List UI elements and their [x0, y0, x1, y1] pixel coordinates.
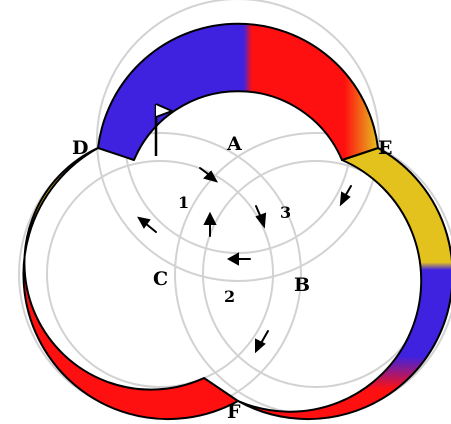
band-e-b-f: [237, 147, 451, 421]
region-2-label: 2: [224, 287, 235, 306]
point-labels: A B C D E F: [72, 133, 392, 423]
arrow-icon: [199, 167, 219, 183]
label-f: F: [227, 401, 241, 423]
arrow-icon: [226, 252, 251, 266]
flag-icon: [154, 103, 175, 156]
label-d: D: [72, 137, 88, 159]
region-3-label: 3: [280, 203, 291, 222]
band-d-a-e: [97, 22, 379, 161]
arrow-icon: [339, 185, 352, 207]
guide-circle-top-outer: [96, 0, 380, 282]
knot-bands: [22, 22, 451, 421]
label-c: C: [153, 268, 168, 290]
label-e: E: [378, 137, 392, 159]
guide-circle-left-inner: [46, 160, 274, 388]
label-a: A: [226, 133, 242, 155]
arrow-icon: [203, 211, 217, 237]
arrow-icon: [255, 330, 269, 354]
region-1-label: 1: [178, 193, 189, 212]
arrow-icon: [137, 216, 157, 233]
label-b: B: [294, 274, 310, 296]
direction-arrows: [137, 167, 352, 354]
band-f-c-d: [22, 147, 239, 421]
arrow-icon: [255, 205, 267, 229]
region-labels: 1 2 3: [178, 193, 291, 306]
